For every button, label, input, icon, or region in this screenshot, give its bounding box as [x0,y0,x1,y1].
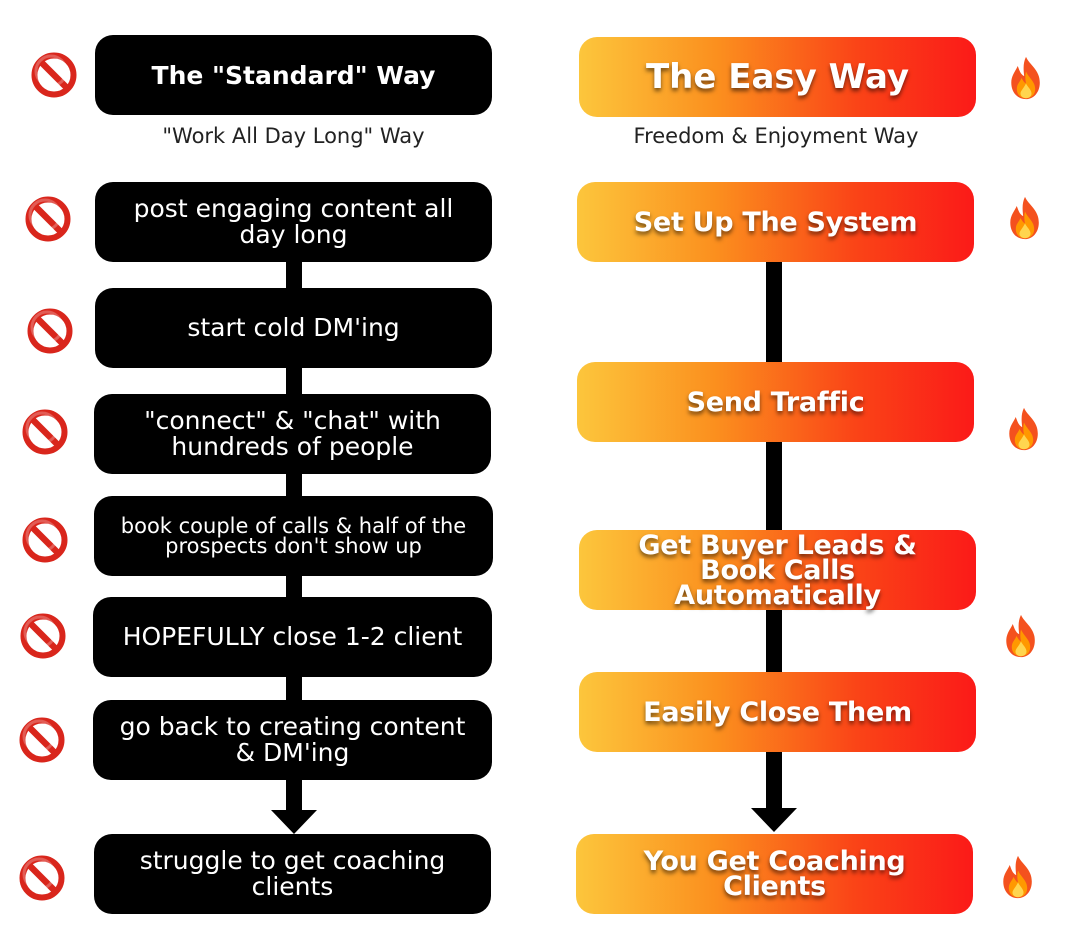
left-step-1-label: post engaging content all day long [133,194,454,249]
left-step-2-label: start cold DM'ing [187,313,400,342]
prohibited-icon [20,407,70,457]
left-step-3-label: "connect" & "chat" with hundreds of peop… [144,406,441,461]
left-step-2: start cold DM'ing [95,288,492,368]
right-step-2-label: Send Traffic [686,386,865,418]
fire-icon [1003,53,1049,103]
left-flow-arrowhead [271,810,317,834]
prohibited-icon [25,306,75,356]
prohibited-icon [23,194,73,244]
right-title: The Easy Way [645,57,910,97]
left-step-6: go back to creating content & DM'ing [93,700,492,780]
prohibited-icon [29,50,79,100]
left-subtitle: "Work All Day Long" Way [162,124,425,148]
left-step-1: post engaging content all day long [95,182,492,262]
fire-icon [1001,404,1047,454]
right-result-label: You Get Coaching Clients [643,846,906,902]
left-result-label: struggle to get coaching clients [139,846,446,901]
left-title: The "Standard" Way [151,60,436,90]
prohibited-icon [17,853,67,903]
left-step-6-label: go back to creating content & DM'ing [119,712,466,767]
right-title-box: The Easy Way [579,37,976,117]
right-step-3-label: Get Buyer Leads & Book Calls Automatical… [638,529,917,611]
prohibited-icon [20,515,70,565]
prohibited-icon [18,611,68,661]
right-result: You Get Coaching Clients [576,834,973,914]
right-step-1-label: Set Up The System [633,206,918,238]
left-step-5-label: HOPEFULLY close 1-2 client [122,622,463,651]
right-step-4-label: Easily Close Them [643,696,912,728]
right-step-1: Set Up The System [577,182,974,262]
right-subtitle: Freedom & Enjoyment Way [633,124,919,148]
right-step-4: Easily Close Them [579,672,976,752]
right-flow-arrowhead [751,808,797,832]
right-step-2: Send Traffic [577,362,974,442]
right-step-3: Get Buyer Leads & Book Calls Automatical… [579,530,976,610]
fire-icon [998,611,1044,661]
prohibited-icon [17,715,67,765]
left-step-4-label: book couple of calls & half of the prosp… [120,514,467,558]
left-step-3: "connect" & "chat" with hundreds of peop… [94,394,491,474]
fire-icon [995,852,1041,902]
left-title-box: The "Standard" Way [95,35,492,115]
left-step-4: book couple of calls & half of the prosp… [94,496,493,576]
left-result: struggle to get coaching clients [94,834,491,914]
fire-icon [1002,193,1048,243]
left-step-5: HOPEFULLY close 1-2 client [93,597,492,677]
